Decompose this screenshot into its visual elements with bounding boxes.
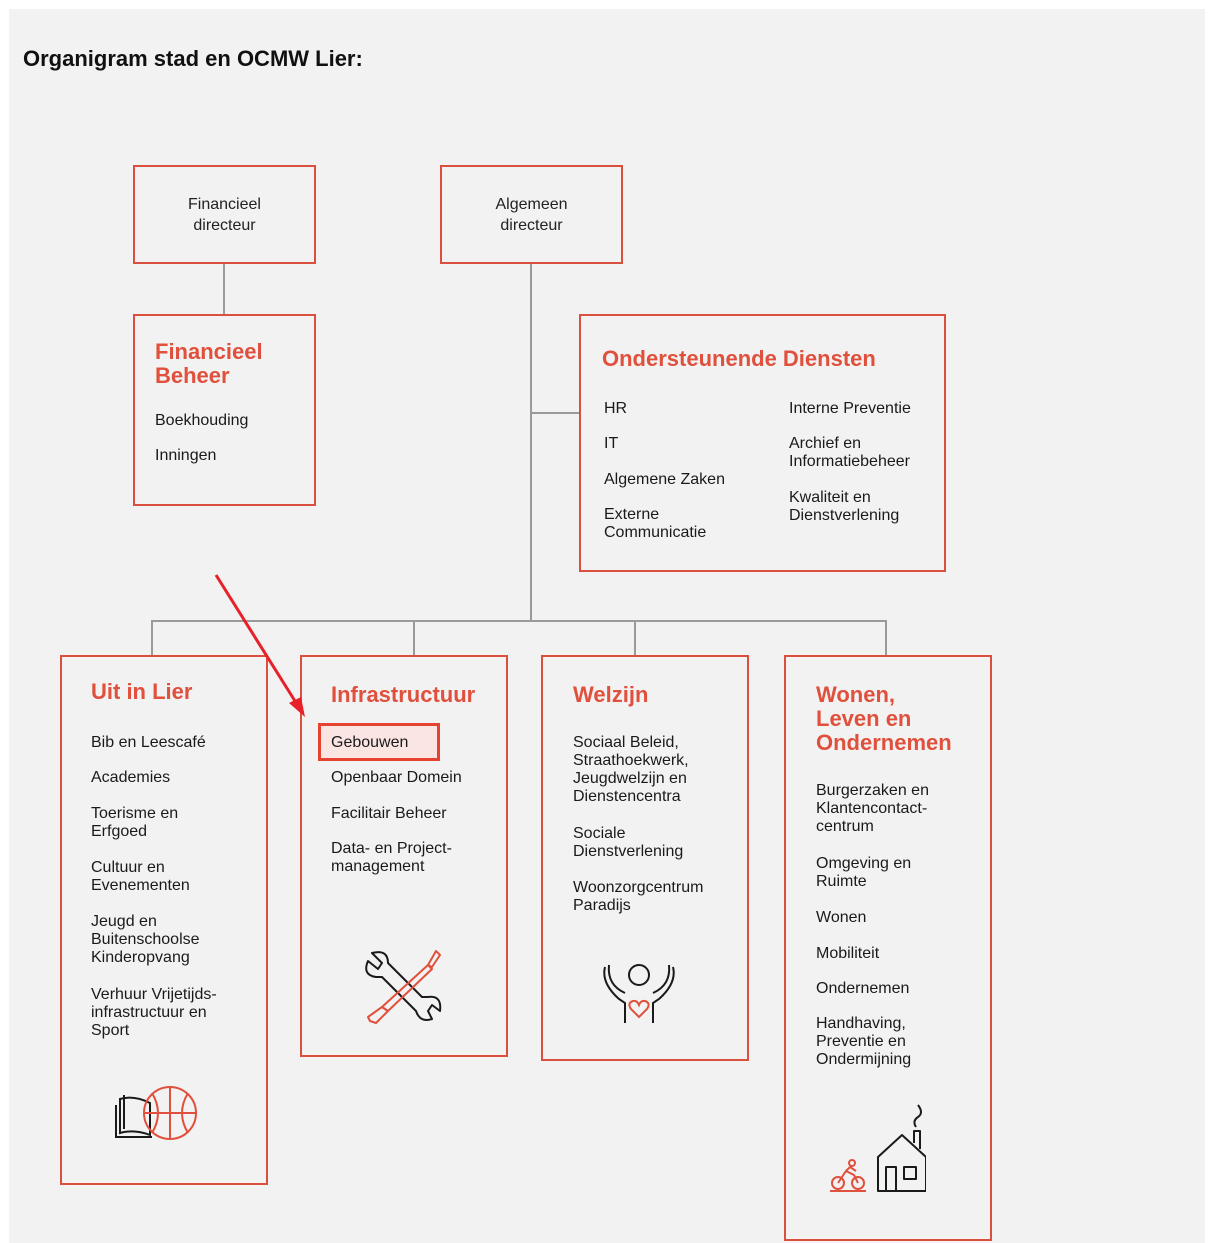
gebouwen-highlight [318,723,440,761]
infrastructuur-title: Infrastructuur [331,682,476,707]
ondersteunende-diensten-box: Ondersteunende Diensten HR IT Algemene Z… [579,314,946,572]
wrench-and-screwdriver-icon [365,950,442,1024]
wonen-title-line3: Ondernemen [816,730,952,755]
list-item: Sociaal Beleid,Straathoekwerk,Jeugdwelzi… [573,734,689,805]
list-item: Openbaar Domein [331,769,462,786]
book-and-basketball-icon [115,1086,197,1140]
list-item: IT [604,435,619,452]
list-item: Ondernemen [816,980,910,997]
list-item: Boekhouding [155,412,249,429]
list-item: Mobiliteit [816,945,880,962]
ondersteunende-title: Ondersteunende Diensten [602,346,876,371]
list-item: Academies [91,769,171,786]
page-title: Organigram stad en OCMW Lier: [23,46,363,71]
list-item: HR [604,400,628,417]
list-item: Wonen [816,909,867,926]
list-item: Inningen [155,447,217,464]
list-item: Data- en Project-management [331,840,452,875]
financieel-beheer-title-line1: Financieel [155,339,263,364]
welzijn-title: Welzijn [573,682,649,707]
person-with-heart-icon [603,964,675,1023]
list-item: Bib en Leescafé [91,734,206,751]
wonen-title-line2: Leven en [816,706,912,731]
financieel-directeur-box: Financieel directeur [133,165,316,264]
org-chart-canvas: Organigram stad en OCMW Lier: Financieel… [9,9,1205,1243]
financieel-beheer-box: Financieel Beheer Boekhouding Inningen [133,314,316,506]
list-item-gebouwen[interactable]: Gebouwen [331,734,409,751]
wonen-title: Wonen, Leven en Ondernemen [816,683,952,755]
algemeen-directeur-line2: directeur [500,216,563,234]
wonen-title-line1: Wonen, [816,682,896,707]
financieel-beheer-title-line2: Beheer [155,363,230,388]
annotation-arrow-head [289,697,305,717]
cyclist-and-house-icon [830,1104,926,1192]
algemeen-directeur-line1: Algemeen [495,195,568,213]
algemeen-directeur-box: Algemeen directeur [440,165,623,264]
list-item: Interne Preventie [789,400,911,417]
connector-lines [151,263,887,655]
financieel-directeur-line2: directeur [193,216,256,234]
financieel-beheer-title: Financieel Beheer [155,340,263,388]
list-item: Facilitair Beheer [331,805,447,822]
financieel-directeur-line1: Financieel [188,195,261,213]
uit-in-lier-title: Uit in Lier [91,679,193,704]
list-item: Algemene Zaken [604,471,725,488]
annotation-arrow [214,574,305,717]
uit-in-lier-box: Uit in Lier Bib en Leescafé Academies To… [60,655,268,1185]
wonen-leven-ondernemen-box: Wonen, Leven en Ondernemen Burgerzaken e… [784,655,992,1241]
welzijn-box: Welzijn Sociaal Beleid,Straathoekwerk,Je… [541,655,749,1061]
infrastructuur-box: Infrastructuur Gebouwen Openbaar Domein … [300,655,508,1057]
annotation-arrow-shaft [214,574,302,710]
